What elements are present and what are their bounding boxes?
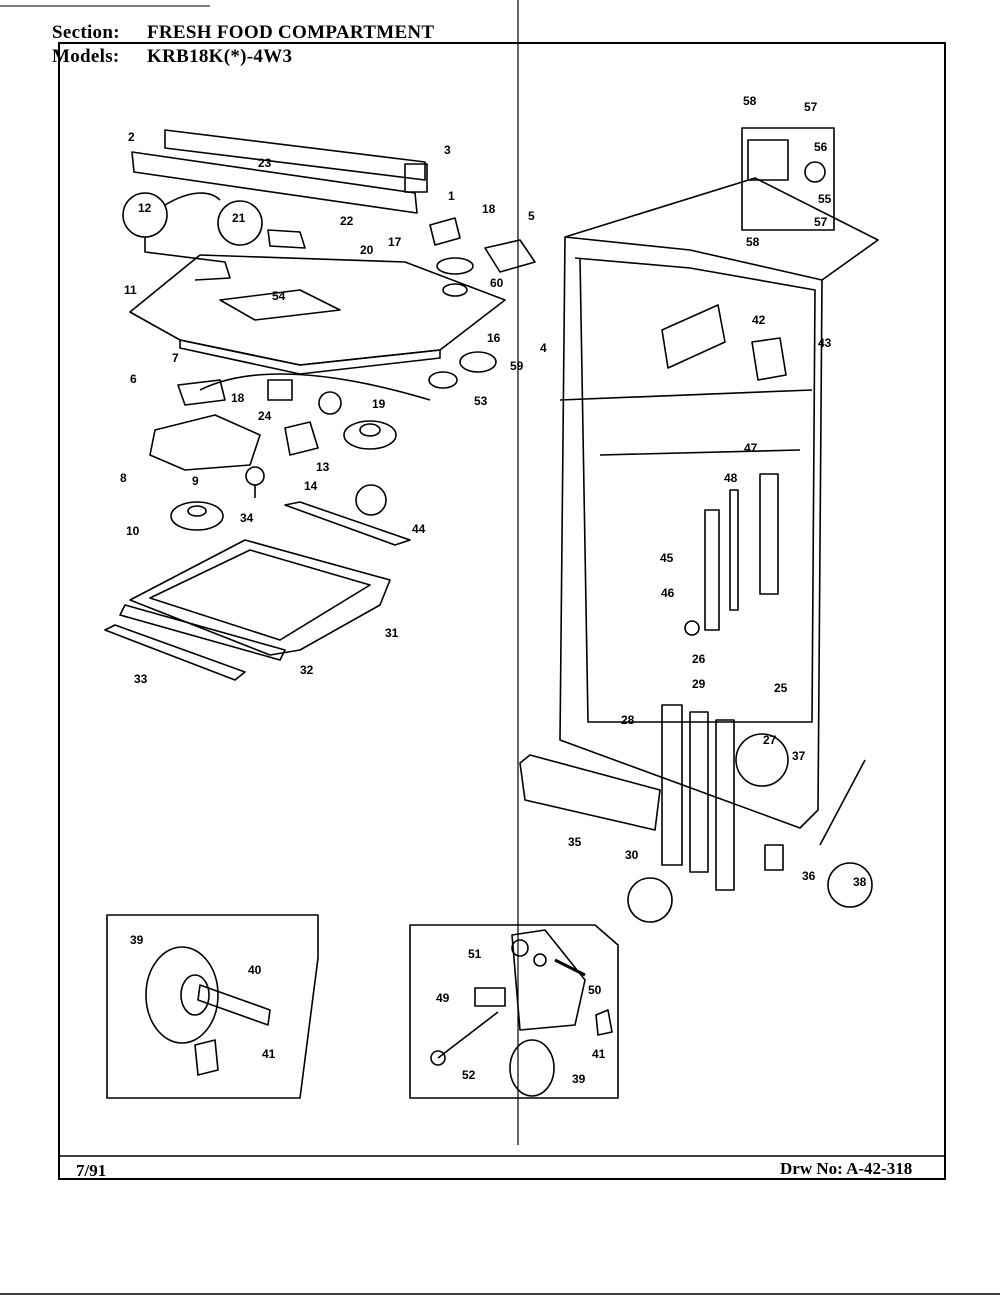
callout: 53 bbox=[474, 394, 488, 408]
callout: 24 bbox=[258, 409, 272, 423]
part-5 bbox=[484, 239, 536, 273]
callout: 57 bbox=[804, 100, 818, 114]
callout: 44 bbox=[412, 522, 426, 536]
wheel-inset bbox=[106, 914, 319, 1099]
section-label: Section: bbox=[52, 22, 120, 43]
part-53 bbox=[428, 371, 458, 389]
callout: 41 bbox=[592, 1047, 606, 1061]
section-heading: Section: FRESH FOOD COMPARTMENT bbox=[52, 22, 434, 44]
drawing-number: Drw No: A-42-318 bbox=[780, 1159, 913, 1178]
callout: 14 bbox=[304, 479, 318, 493]
callout: 58 bbox=[746, 235, 760, 249]
hinge-group bbox=[741, 127, 835, 231]
models-label: Models: bbox=[52, 46, 120, 67]
callout: 36 bbox=[802, 869, 816, 883]
callout: 50 bbox=[588, 983, 602, 997]
callout: 9 bbox=[192, 474, 199, 488]
models-heading: Models: KRB18K(*)-4W3 bbox=[52, 46, 292, 68]
callout: 6 bbox=[130, 372, 137, 386]
trim-33 bbox=[104, 624, 246, 681]
callout: 39 bbox=[130, 933, 144, 947]
callout: 26 bbox=[692, 652, 706, 666]
callout: 38 bbox=[853, 875, 867, 889]
callout: 2 bbox=[128, 130, 135, 144]
callout: 17 bbox=[388, 235, 402, 249]
callout: 37 bbox=[792, 749, 806, 763]
callout: 58 bbox=[743, 94, 757, 108]
callout: 1 bbox=[448, 189, 455, 203]
cabinet-liner bbox=[559, 177, 879, 829]
callout: 18 bbox=[231, 391, 245, 405]
callout: 40 bbox=[248, 963, 262, 977]
roller-inset bbox=[409, 924, 619, 1099]
part-59 bbox=[459, 351, 497, 373]
callout: 33 bbox=[134, 672, 148, 686]
housing-8 bbox=[149, 414, 261, 471]
callout: 59 bbox=[510, 359, 524, 373]
callout: 25 bbox=[774, 681, 788, 695]
callout: 39 bbox=[572, 1072, 586, 1086]
callout: 45 bbox=[660, 551, 674, 565]
callout: 27 bbox=[763, 733, 777, 747]
diagram-frame bbox=[58, 42, 946, 1180]
callout: 34 bbox=[240, 511, 254, 525]
shelf-31 bbox=[129, 539, 391, 656]
callout: 3 bbox=[444, 143, 451, 157]
callout: 30 bbox=[625, 848, 639, 862]
mounting-bar-part bbox=[131, 151, 418, 214]
switch-6 bbox=[177, 379, 226, 406]
section-value: FRESH FOOD COMPARTMENT bbox=[147, 22, 435, 43]
callout: 23 bbox=[258, 156, 272, 170]
callout: 5 bbox=[528, 209, 535, 223]
callout: 32 bbox=[300, 663, 314, 677]
callout: 42 bbox=[752, 313, 766, 327]
callout: 13 bbox=[316, 460, 330, 474]
plate-42 bbox=[661, 304, 726, 369]
callout: 57 bbox=[814, 215, 828, 229]
lamp-socket-12 bbox=[122, 192, 168, 238]
callout: 21 bbox=[232, 211, 246, 225]
callout: 51 bbox=[468, 947, 482, 961]
callout: 46 bbox=[661, 586, 675, 600]
callout: 54 bbox=[272, 289, 286, 303]
part-18-top bbox=[429, 217, 461, 246]
callout: 28 bbox=[621, 713, 635, 727]
control-tray bbox=[129, 254, 506, 366]
callout: 47 bbox=[744, 441, 758, 455]
callout: 48 bbox=[724, 471, 738, 485]
callout: 12 bbox=[138, 201, 152, 215]
callout: 49 bbox=[436, 991, 450, 1005]
callout: 20 bbox=[360, 243, 374, 257]
callout: 35 bbox=[568, 835, 582, 849]
callout: 29 bbox=[692, 677, 706, 691]
top-bar-part bbox=[164, 129, 426, 181]
callout: 7 bbox=[172, 351, 179, 365]
callout: 43 bbox=[818, 336, 832, 350]
callout: 55 bbox=[818, 192, 832, 206]
callout: 11 bbox=[124, 283, 137, 297]
callout: 8 bbox=[120, 471, 127, 485]
callout: 10 bbox=[126, 524, 140, 538]
callout: 52 bbox=[462, 1068, 476, 1082]
grille-35 bbox=[519, 754, 661, 831]
callout: 18 bbox=[482, 202, 496, 216]
callout: 60 bbox=[490, 276, 504, 290]
callout: 31 bbox=[385, 626, 399, 640]
callout: 19 bbox=[372, 397, 386, 411]
models-value: KRB18K(*)-4W3 bbox=[147, 46, 293, 67]
callout: 16 bbox=[487, 331, 501, 345]
callout: 4 bbox=[540, 341, 547, 355]
lamp-socket-21 bbox=[217, 200, 263, 246]
callout: 22 bbox=[340, 214, 354, 228]
revision-date: 7/91 bbox=[76, 1161, 107, 1180]
callout: 41 bbox=[262, 1047, 276, 1061]
callout: 56 bbox=[814, 140, 828, 154]
